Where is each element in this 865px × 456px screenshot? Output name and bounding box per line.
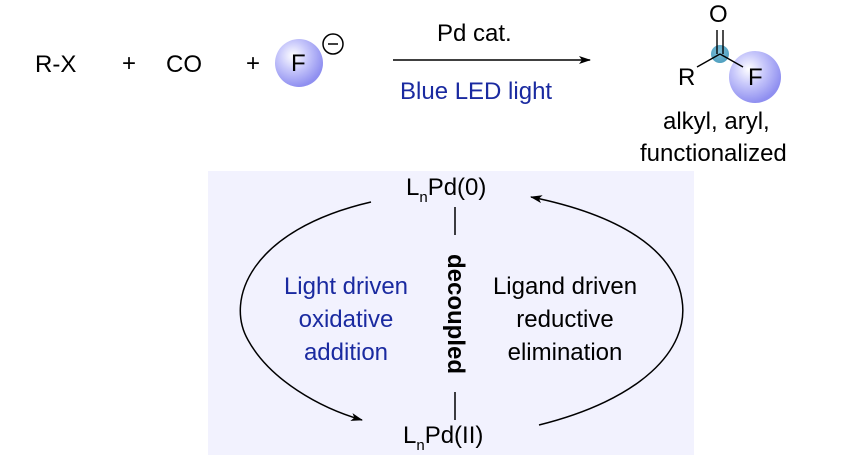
reductive-elimination-label: Ligand driven reductive elimination [472, 270, 658, 369]
fluoride-sphere [275, 39, 323, 87]
pdII-species: LnPd(II) [403, 422, 484, 454]
bond-r-c [696, 53, 721, 68]
ligand-subscript: n [419, 189, 428, 206]
left-label-line-1: Light driven [283, 273, 409, 300]
reactant-alkyl-halide: R-X [35, 51, 77, 78]
ligand-L: L [403, 422, 417, 449]
ligand-L: L [406, 174, 420, 201]
scope-line-1: alkyl, aryl, [663, 108, 770, 135]
right-label-line-2: reductive [516, 306, 614, 333]
product-fluorine-label: F [748, 64, 763, 91]
oxidative-addition-label: Light driven oxidative addition [256, 270, 436, 369]
carbonyl-oxygen-label: O [709, 1, 728, 28]
ligand-subscript: n [416, 437, 425, 454]
catalytic-cycle-panel [208, 171, 694, 455]
left-label-line-2: oxidative [298, 306, 394, 333]
oxidative-addition-arrow [239, 201, 372, 421]
decoupled-label: decoupled [442, 254, 469, 375]
right-label-line-3: elimination [507, 339, 623, 366]
pdII-label: Pd(II) [424, 422, 484, 449]
reductive-elimination-arrow [530, 195, 684, 426]
fluoride-label: F [291, 50, 306, 77]
plus-sign-2: + [246, 50, 261, 77]
fluorine-sphere-product [729, 51, 781, 103]
r-group-label: R [678, 64, 696, 91]
right-label-line-1: Ligand driven [492, 273, 638, 300]
bond-c-f [719, 53, 744, 68]
negative-charge-icon [322, 33, 344, 55]
pd0-species: LnPd(0) [406, 174, 487, 206]
light-condition-label: Blue LED light [400, 78, 553, 105]
reactant-carbon-monoxide: CO [166, 51, 202, 78]
pd0-label: Pd(0) [427, 174, 487, 201]
plus-sign-1: + [122, 50, 137, 77]
catalyst-label: Pd cat. [437, 20, 512, 47]
left-label-line-3: addition [303, 339, 389, 366]
scope-line-2: functionalized [640, 140, 787, 167]
